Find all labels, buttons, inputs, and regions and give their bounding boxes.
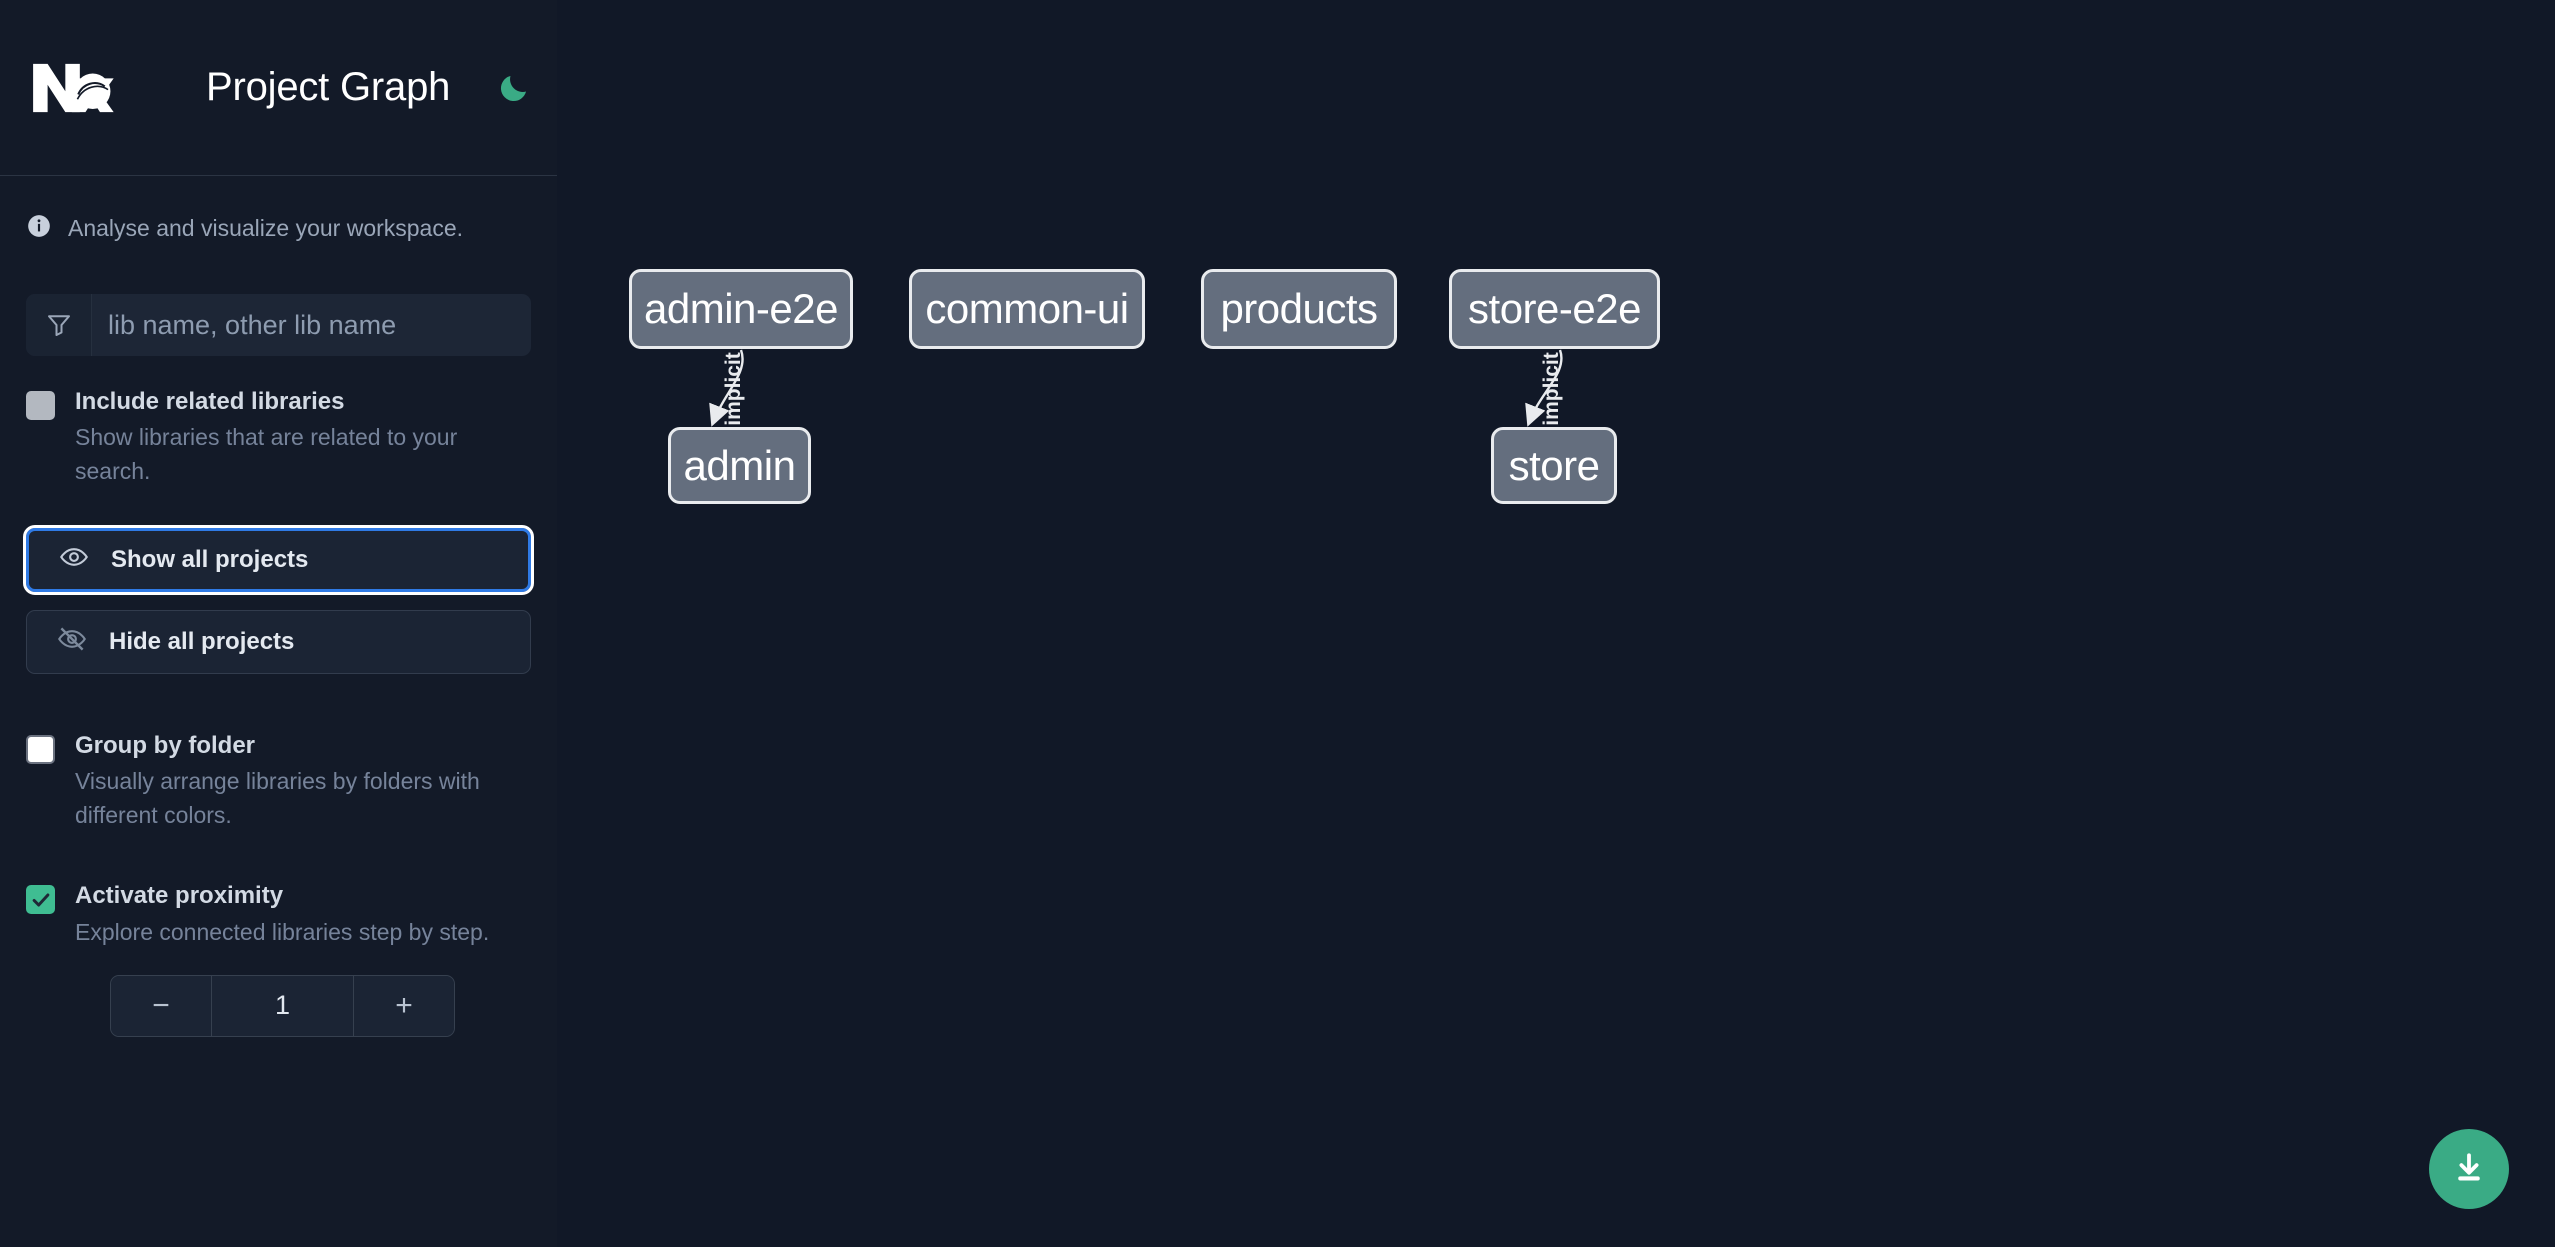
eye-icon [59,542,89,579]
filter-icon [26,294,92,356]
graph-edges [709,349,1563,427]
hide-all-projects-label: Hide all projects [109,628,295,656]
proximity-decrement-button[interactable]: − [111,975,211,1036]
graph-node-admin-e2e[interactable]: admin-e2e [629,269,853,349]
option-group-by-folder[interactable]: Group by folder Visually arrange librari… [0,700,557,832]
download-icon [2450,1149,2488,1190]
download-graph-button[interactable] [2429,1129,2509,1209]
page-title: Project Graph [206,65,451,109]
info-icon [26,213,52,244]
edge-label-admin: implicit [721,352,745,426]
proximity-stepper-wrap: − 1 + [0,949,557,1037]
show-all-projects-label: Show all projects [111,546,309,574]
show-all-projects-button[interactable]: Show all projects [23,525,534,596]
edge-label-store: implicit [1539,352,1563,426]
graph-node-admin[interactable]: admin [668,427,811,504]
tagline-text: Analyse and visualize your workspace. [68,214,464,241]
option-label: Activate proximity [75,882,284,910]
graph-node-store-e2e[interactable]: store-e2e [1449,269,1660,349]
option-activate-proximity[interactable]: Activate proximity Explore connected lib… [0,850,557,949]
option-label: Group by folder [75,732,255,760]
header-divider [0,175,557,176]
group-by-folder-checkbox[interactable] [26,735,55,765]
proximity-stepper[interactable]: − 1 + [110,974,455,1037]
graph-canvas[interactable]: implicit implicit admin-e2e common-ui pr… [573,0,2555,1247]
sidebar: Project Graph Analyse and visualize y [0,0,557,1247]
include-related-libraries-checkbox[interactable] [26,391,55,420]
option-description: Visually arrange libraries by folders wi… [75,768,480,828]
hide-all-projects-button[interactable]: Hide all projects [26,610,531,675]
search-row [0,246,557,356]
proximity-value: 1 [211,975,354,1036]
option-description: Show libraries that are related to your … [75,424,458,484]
activate-proximity-checkbox[interactable] [26,885,55,915]
hide-all-projects-wrap: Hide all projects [0,610,557,675]
option-description: Explore connected libraries step by step… [75,918,490,945]
tagline: Analyse and visualize your workspace. [0,176,557,246]
option-label: Include related libraries [75,388,345,415]
search-box[interactable] [26,294,531,356]
moon-icon[interactable] [492,66,536,110]
graph-node-store[interactable]: store [1491,427,1617,504]
graph-node-products[interactable]: products [1201,269,1397,349]
nx-logo-icon [26,59,124,117]
eye-off-icon [57,624,87,661]
graph-node-common-ui[interactable]: common-ui [909,269,1145,349]
proximity-increment-button[interactable]: + [354,975,454,1036]
option-include-related-libraries[interactable]: Include related libraries Show libraries… [0,356,557,488]
search-input[interactable] [92,294,531,356]
brand-header: Project Graph [0,0,557,175]
show-all-projects-wrap: Show all projects [0,525,557,596]
